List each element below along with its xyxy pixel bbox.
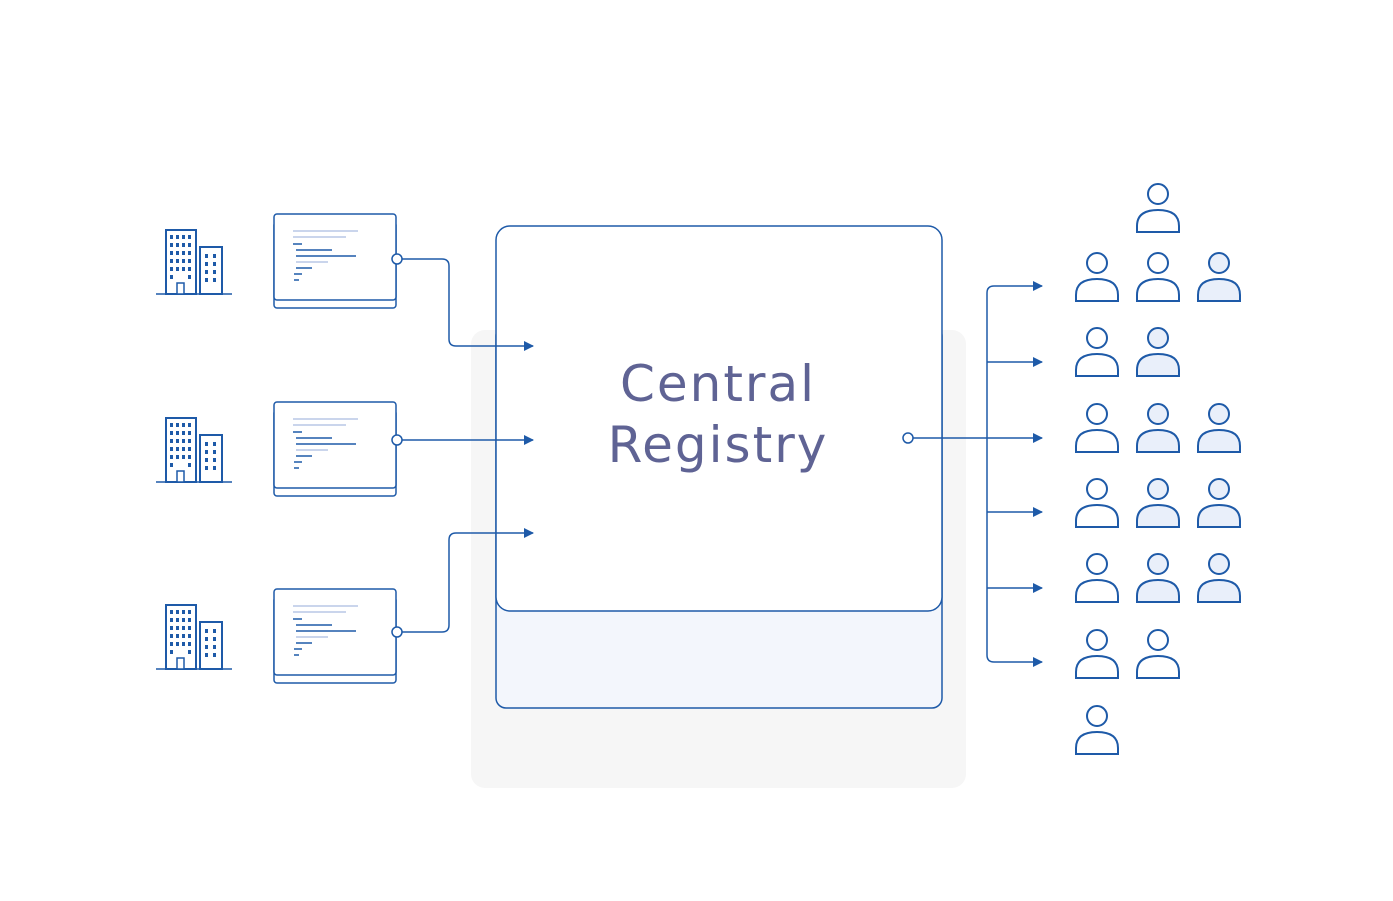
user-icon [1075, 553, 1119, 603]
registry-title-line1: Central [620, 355, 816, 413]
registry-title-line2: Registry [608, 416, 829, 474]
user-icon [1075, 327, 1119, 377]
office-building-icon [155, 604, 233, 670]
source-3-port [391, 626, 403, 638]
user-icon [1197, 478, 1241, 528]
source-2 [155, 401, 397, 497]
user-icon [1075, 252, 1119, 302]
user-icon [1136, 629, 1180, 679]
code-document-icon [273, 213, 397, 309]
user-icon [1136, 183, 1180, 233]
code-document-icon [273, 401, 397, 497]
user-icon [1136, 252, 1180, 302]
source-1-port [391, 253, 403, 265]
user-icon [1197, 252, 1241, 302]
source-3-connector [397, 528, 534, 633]
user-icon [1136, 478, 1180, 528]
output-bus [986, 285, 995, 663]
user-icon [1075, 629, 1119, 679]
office-building-icon [155, 229, 233, 295]
code-document-icon [273, 588, 397, 684]
user-icon [1075, 478, 1119, 528]
source-3 [155, 588, 397, 684]
central-registry-box [495, 225, 943, 612]
source-1-connector [397, 258, 534, 351]
user-icon [1197, 403, 1241, 453]
consumer-users [1075, 183, 1241, 755]
user-icon [1075, 705, 1119, 755]
office-building-icon [155, 417, 233, 483]
registry-output-port [902, 432, 914, 444]
user-icon [1197, 553, 1241, 603]
source-1 [155, 213, 397, 309]
user-icon [1136, 553, 1180, 603]
source-2-port [391, 434, 403, 446]
user-icon [1075, 403, 1119, 453]
user-icon [1136, 327, 1180, 377]
user-icon [1136, 403, 1180, 453]
